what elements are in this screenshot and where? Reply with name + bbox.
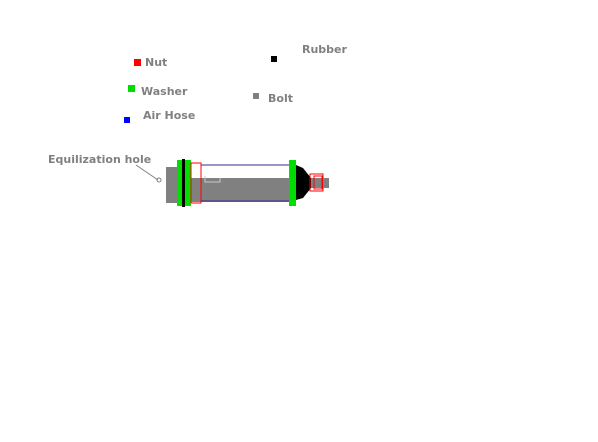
right-nut-inner bbox=[313, 175, 323, 190]
rubber-swatch bbox=[271, 56, 277, 62]
legend-label-washer: Washer bbox=[141, 85, 188, 98]
equalization-hole-label: Equilization hole bbox=[48, 153, 152, 166]
legend-label-nut: Nut bbox=[145, 56, 168, 69]
inner-passage bbox=[202, 168, 288, 176]
air-hose-swatch bbox=[124, 117, 130, 123]
legend-label-bolt: Bolt bbox=[268, 92, 293, 105]
left-nut bbox=[190, 162, 202, 204]
nut-swatch bbox=[134, 59, 141, 66]
callout-leader-line bbox=[135, 164, 159, 181]
equalization-hole-marker bbox=[156, 177, 162, 183]
washer-swatch bbox=[128, 85, 135, 92]
bolt-body-lower bbox=[178, 188, 290, 202]
right-washer bbox=[289, 160, 296, 206]
left-rubber bbox=[182, 159, 185, 207]
legend-label-air-hose: Air Hose bbox=[143, 109, 196, 122]
bolt-swatch bbox=[253, 93, 259, 99]
legend-label-rubber: Rubber bbox=[302, 43, 347, 56]
rubber-cone bbox=[296, 165, 311, 200]
bolt-tip bbox=[323, 178, 329, 188]
bolt-shaft bbox=[166, 178, 328, 188]
passage-notch bbox=[204, 176, 221, 183]
